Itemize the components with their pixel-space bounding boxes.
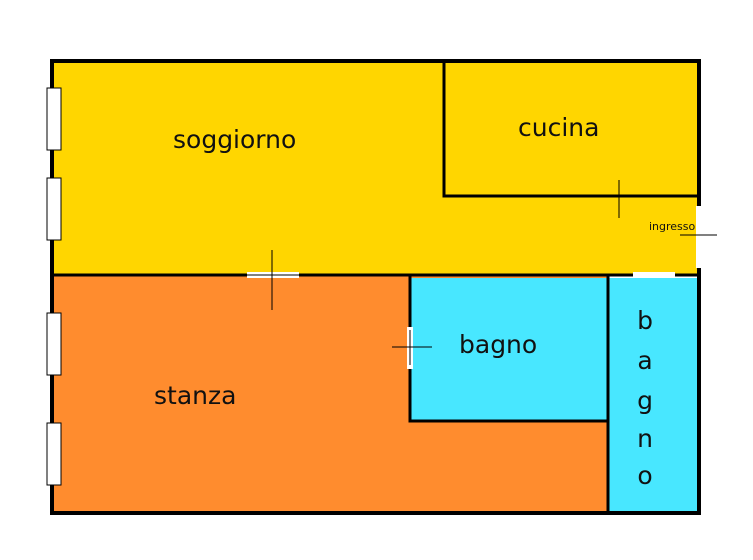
label-cucina: cucina [518, 113, 599, 142]
label-bagno-vertical: b a g n o [637, 306, 653, 490]
label-bagno-v-letter: b [637, 306, 653, 335]
label-bagno-v-letter: a [637, 346, 652, 375]
window [46, 312, 62, 376]
door-marks [245, 180, 717, 365]
label-stanza: stanza [154, 381, 236, 410]
label-bagno-v-letter: o [637, 461, 652, 490]
label-ingresso: ingresso [649, 220, 696, 233]
window [46, 87, 62, 151]
door-opening [696, 206, 702, 268]
room-soggiorno [54, 62, 699, 274]
window [46, 422, 62, 486]
door-opening [633, 272, 675, 278]
label-bagno: bagno [459, 330, 537, 359]
label-bagno-v-letter: n [637, 424, 653, 453]
label-soggiorno: soggiorno [173, 125, 296, 154]
room-bagno-2 [608, 278, 699, 512]
window [46, 177, 62, 241]
room-bagno [411, 278, 608, 421]
outer-wall [50, 59, 701, 515]
label-bagno-v-letter: g [637, 386, 653, 415]
windows-left [46, 87, 62, 486]
